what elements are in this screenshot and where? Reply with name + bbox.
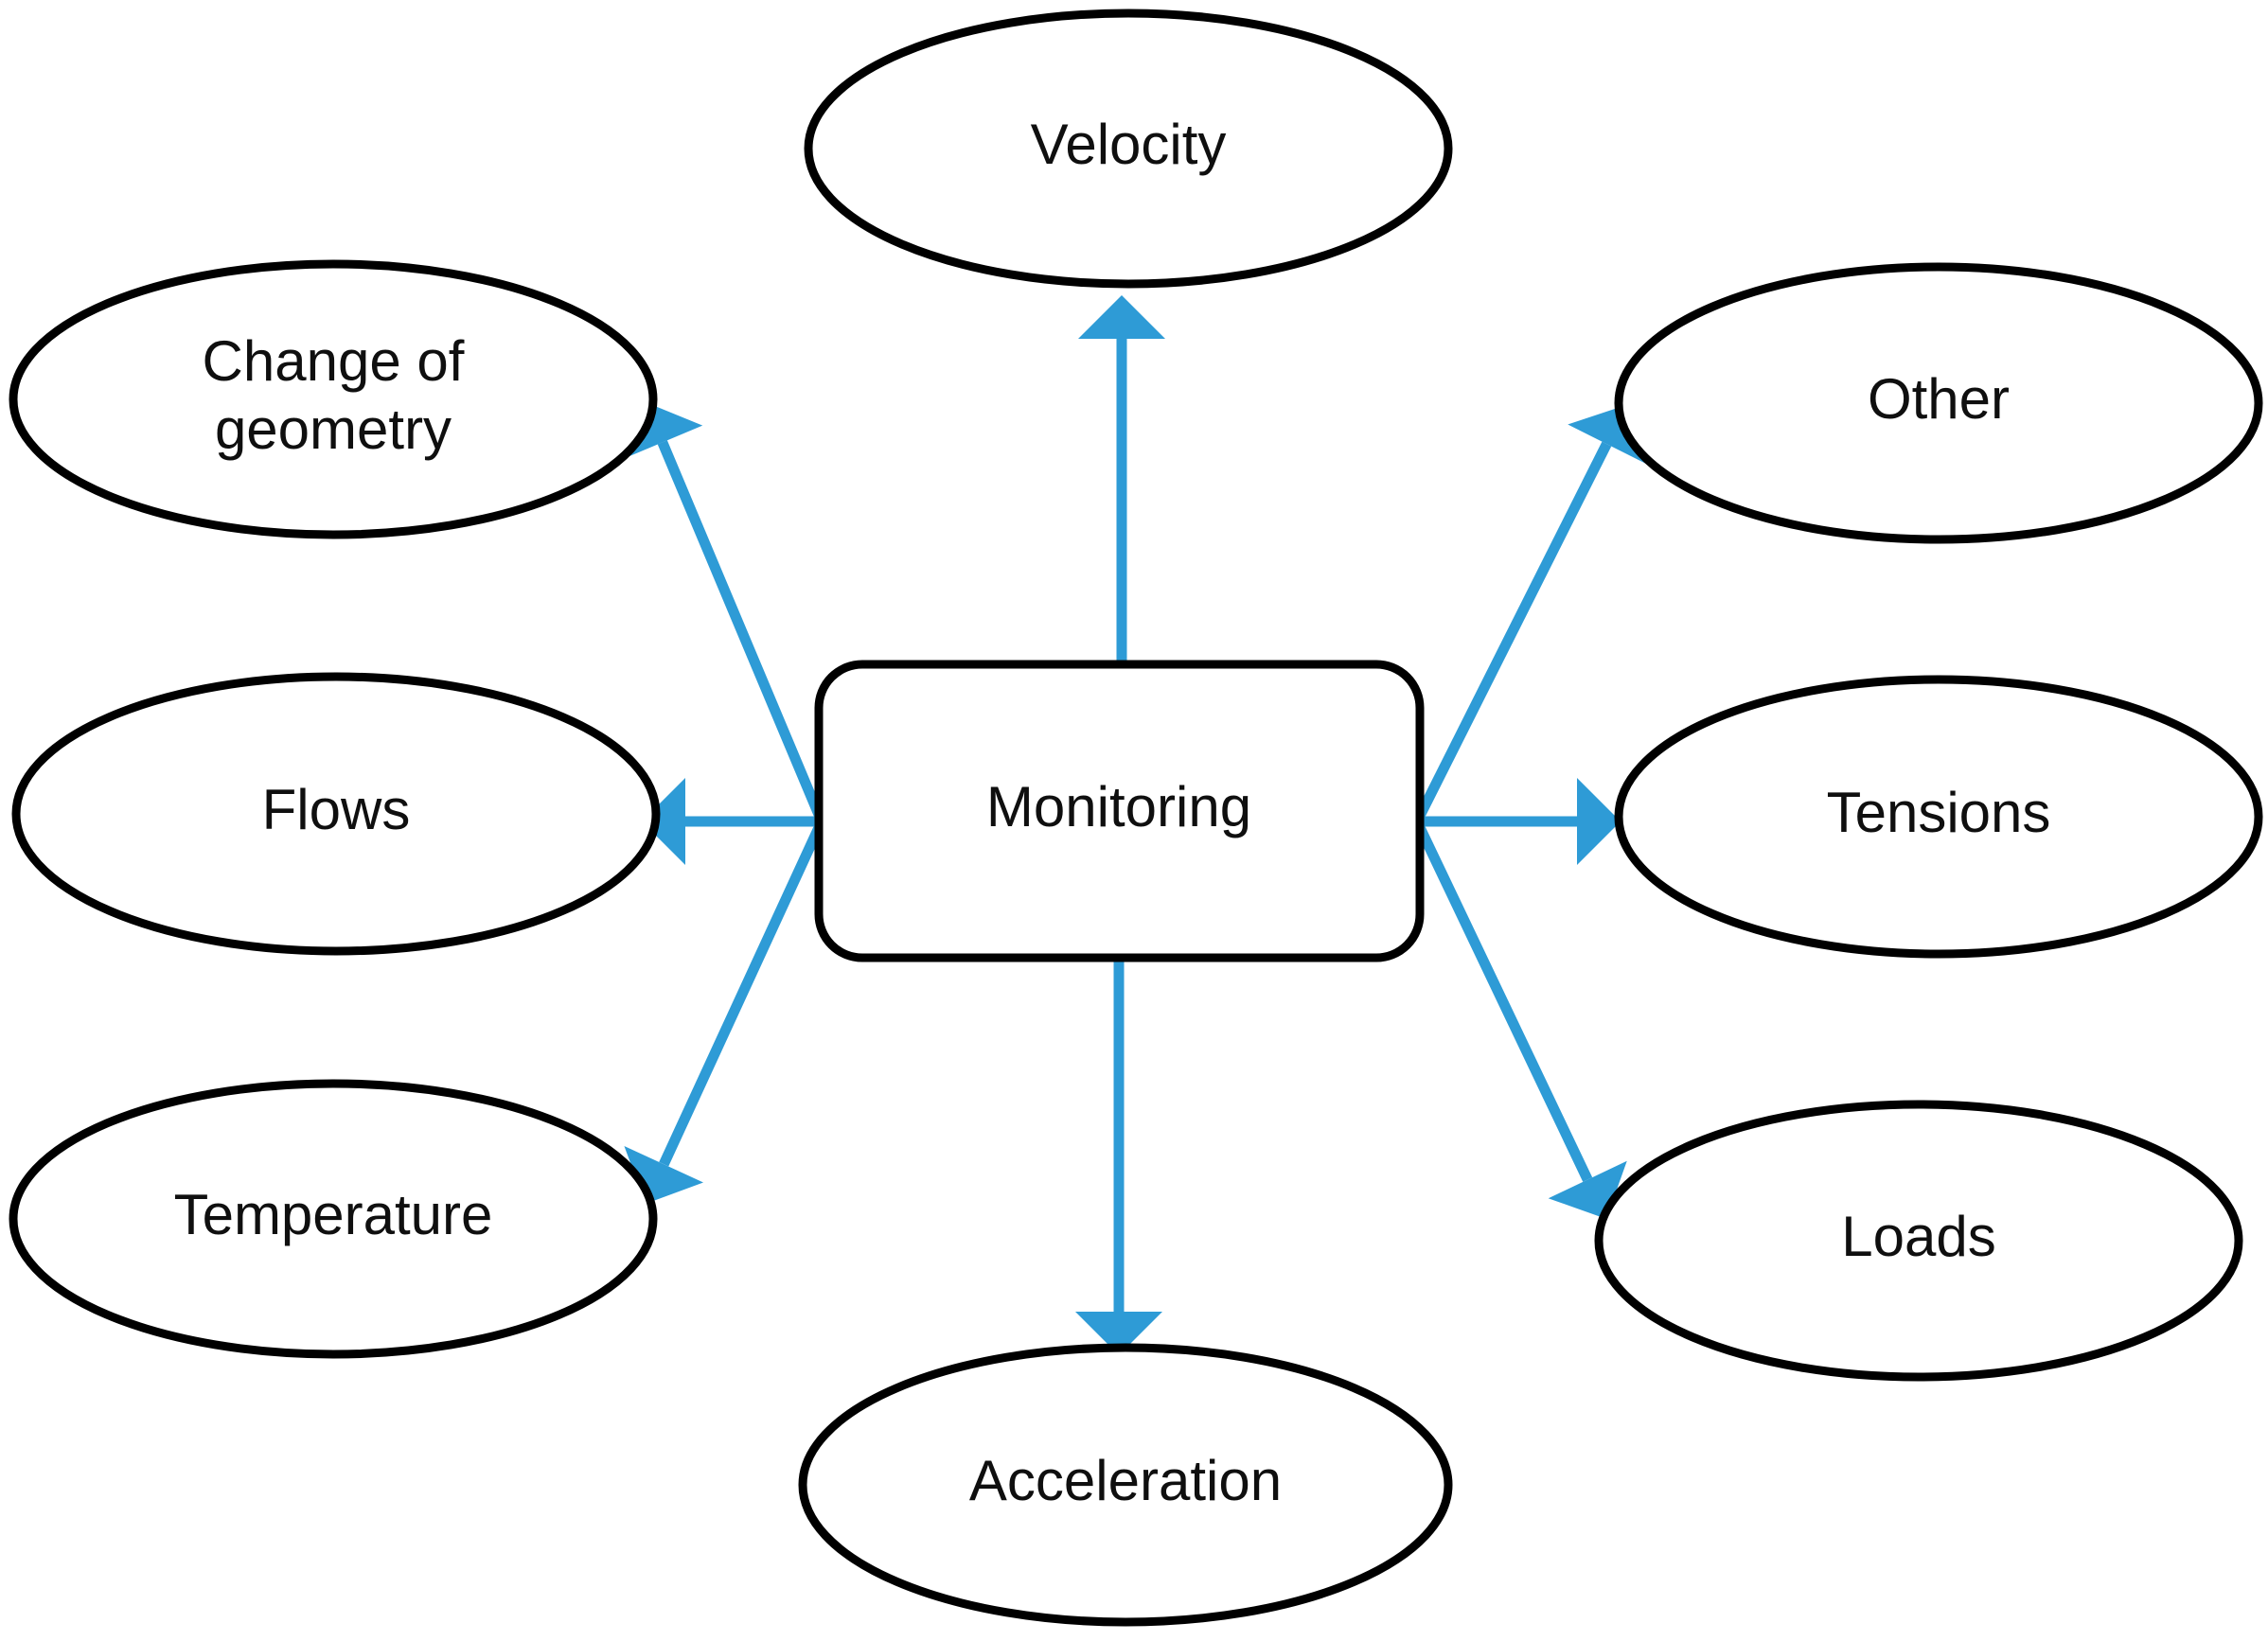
node-tensions-shape[interactable] [1614,675,2263,959]
edge-to-other [1412,405,1646,824]
edge-to-acceleration-arrowhead-icon [1075,1312,1162,1355]
node-acceleration-shape[interactable] [798,1343,1453,1627]
edge-to-temperature-shaft [659,819,826,1167]
node-acceleration-label: Acceleration [969,1449,1282,1512]
edge-to-flows [642,778,822,865]
edge-to-temperature [624,819,826,1204]
edge-to-change-of-geometry-shaft [657,440,827,824]
monitoring-box[interactable] [814,660,1425,962]
edge-to-flows-arrowhead-icon [642,778,685,865]
node-tensions-label: Tensions [1827,781,2051,844]
edge-to-tensions [1417,778,1621,865]
node-other-shape[interactable] [1614,262,2263,544]
node-loads[interactable]: Loads [1594,1100,2243,1382]
node-change-of-geometry-label: geometry [215,397,452,461]
edge-to-velocity-arrowhead-icon [1078,295,1165,339]
node-change-of-geometry-label: Change of [203,329,465,393]
node-tensions[interactable]: Tensions [1614,675,2263,959]
node-change-of-geometry-shape[interactable] [9,259,658,539]
node-flows-shape[interactable] [11,672,661,956]
node-velocity-label: Velocity [1031,113,1227,176]
edge-to-acceleration [1075,962,1162,1355]
node-acceleration[interactable]: Acceleration [798,1343,1453,1627]
node-loads-shape[interactable] [1594,1100,2243,1382]
edge-to-loads-shaft [1412,819,1593,1182]
node-temperature[interactable]: Temperature [9,1079,658,1359]
edge-to-velocity [1078,295,1165,662]
node-temperature-shape[interactable] [9,1079,658,1359]
edge-to-tensions-arrowhead-icon [1577,778,1621,865]
node-velocity[interactable]: Velocity [804,9,1453,289]
node-other-label: Other [1868,367,2010,431]
edge-to-loads [1412,819,1627,1219]
node-flows[interactable]: Flows [11,672,661,956]
node-loads-label: Loads [1841,1205,1995,1268]
edge-to-other-shaft [1412,441,1612,824]
node-temperature-label: Temperature [174,1183,493,1246]
monitoring-label: Monitoring [986,775,1251,838]
node-velocity-shape[interactable] [804,9,1453,289]
center-node-monitoring[interactable]: Monitoring [814,660,1425,962]
node-flows-label: Flows [262,778,411,841]
edge-to-change-of-geometry [622,402,827,824]
node-other[interactable]: Other [1614,262,2263,544]
